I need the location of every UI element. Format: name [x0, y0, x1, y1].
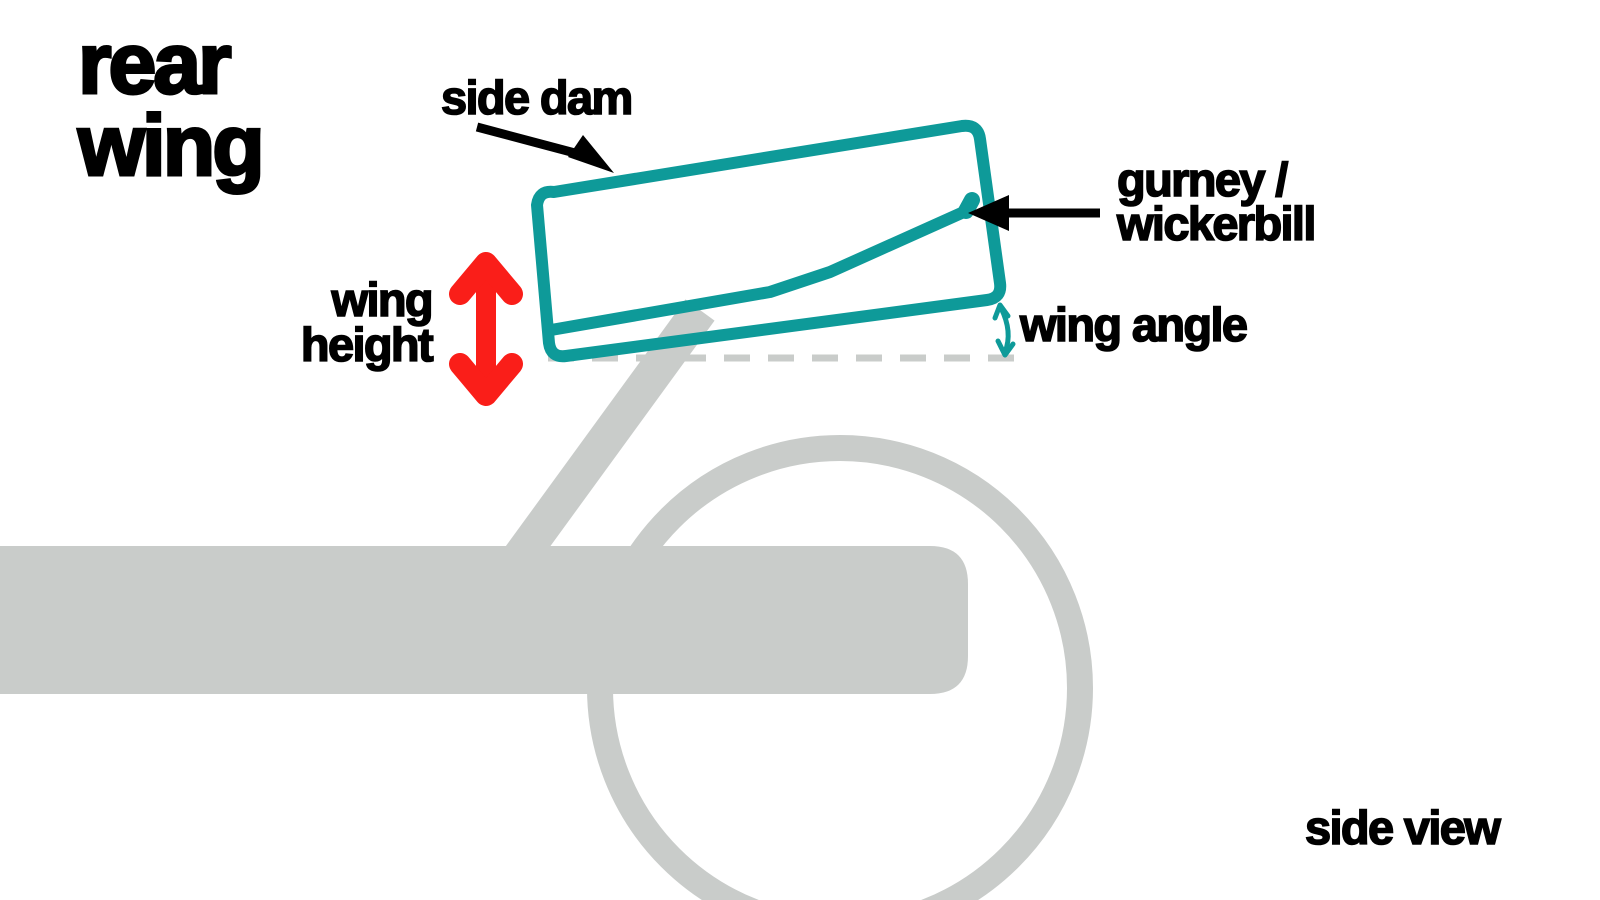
gurney-wickerbill-flap: [958, 192, 980, 219]
page-title: rear wing: [77, 16, 267, 194]
car-silhouette: [0, 299, 1093, 900]
wing-support-strut: [503, 299, 715, 571]
car-body: [0, 546, 968, 694]
wing-angle-arc-head-top: [992, 302, 1011, 321]
label-side-view: side view: [1304, 801, 1501, 854]
wing-angle-arc-head-bottom: [995, 338, 1016, 358]
label-side-dam: side dam: [440, 71, 634, 124]
wing-height-arrow-head-up: [449, 252, 523, 305]
side-dam: [531, 119, 1007, 363]
wing-angle-arc: [992, 302, 1016, 358]
wing-element: [545, 205, 972, 336]
side-dam-pointer-head: [568, 135, 614, 173]
label-wing-angle: wing angle: [1019, 298, 1249, 351]
label-gurney-wickerbill: gurney / wickerbill: [1116, 153, 1317, 250]
gurney-pointer-head: [968, 195, 1009, 231]
side-dam-pointer-shaft: [475, 122, 592, 162]
annotation-arrows: [475, 122, 1100, 231]
label-wing-height: wing height: [300, 273, 434, 371]
rear-wing-assembly: [531, 119, 1007, 363]
wing-height-arrow: [449, 252, 523, 406]
wing-height-arrow-head-down: [449, 353, 523, 406]
